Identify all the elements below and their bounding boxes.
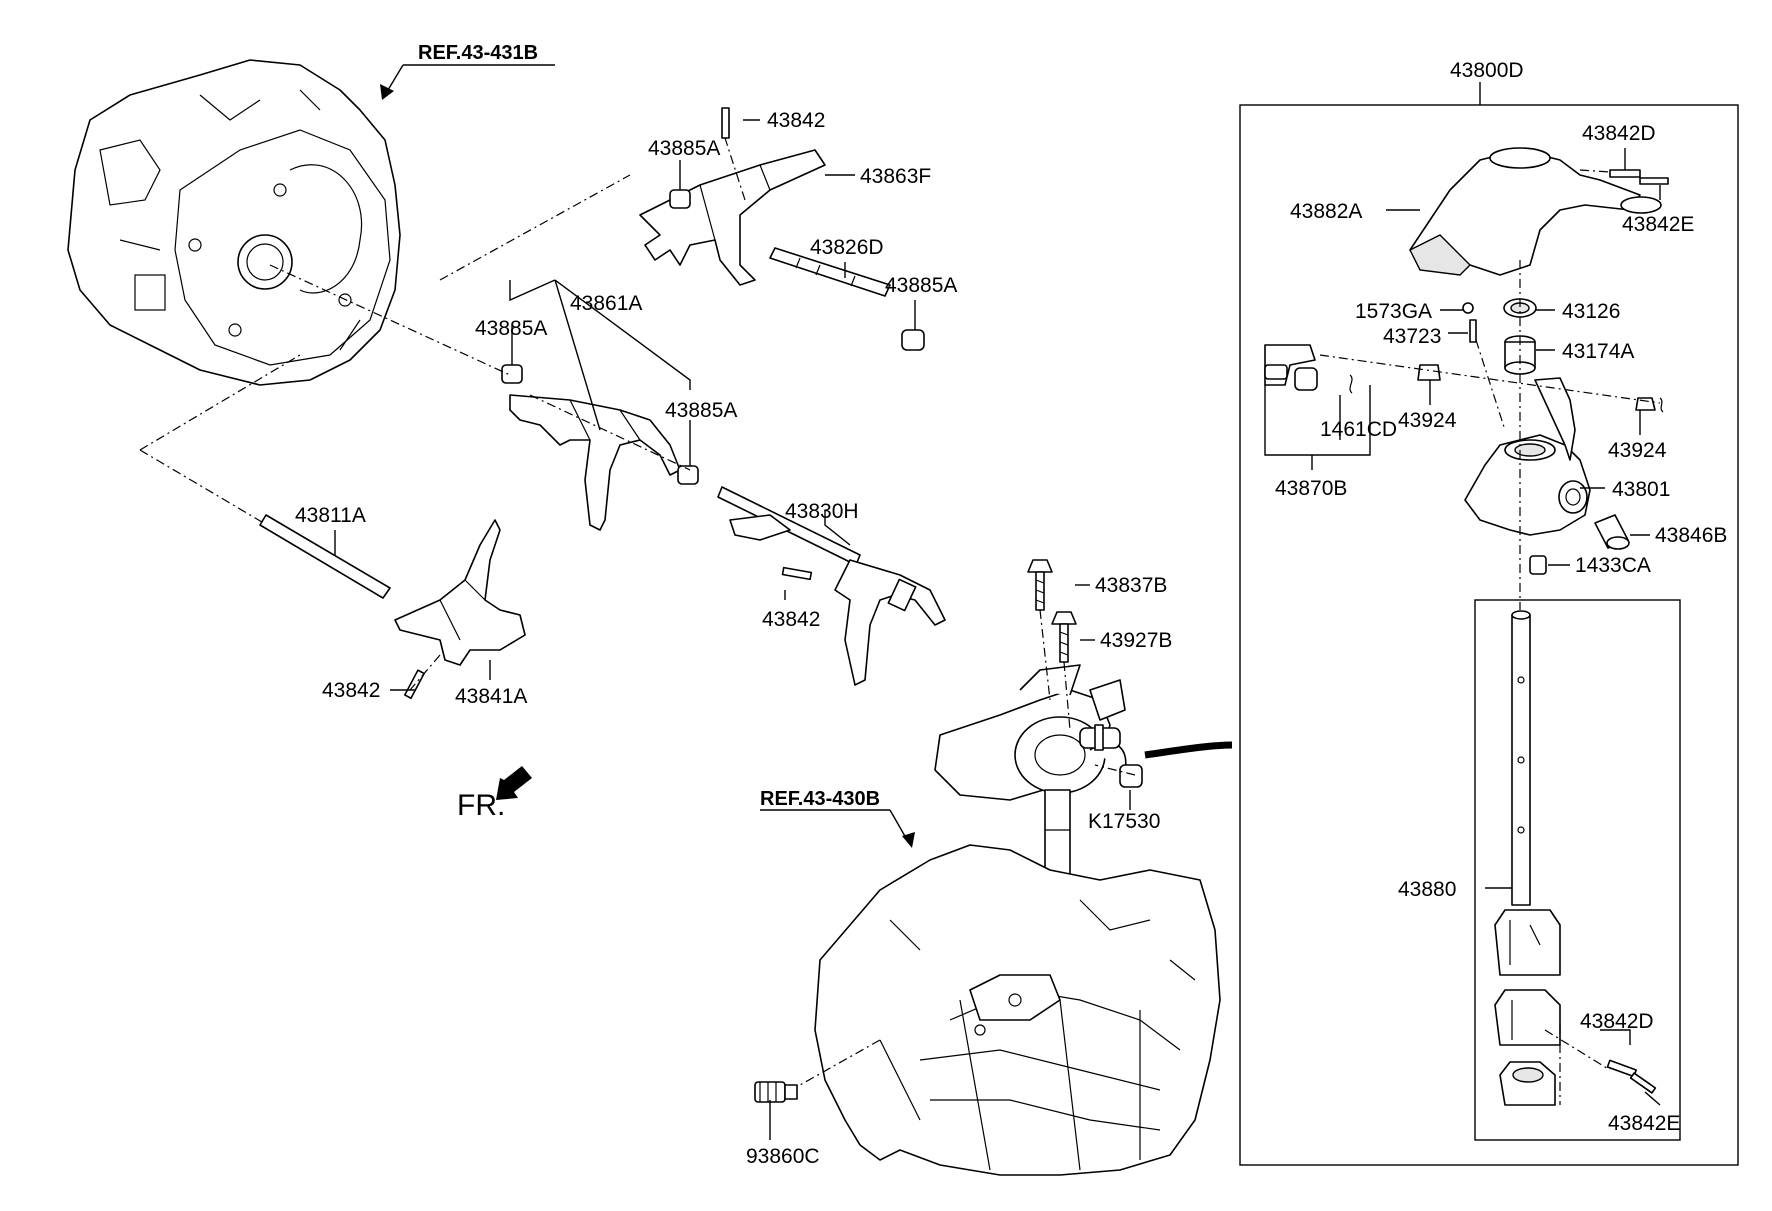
pin-43842-mid: [781, 566, 813, 581]
part-label-43842E-bottom[interactable]: 43842E: [1608, 1112, 1680, 1135]
part-label-43927B[interactable]: 43927B: [1100, 629, 1172, 652]
cable-bracket: [1144, 741, 1233, 759]
shift-fork-43841A: [394, 519, 526, 666]
plug-43846B: [1594, 514, 1630, 550]
part-label-43880[interactable]: 43880: [1398, 878, 1456, 901]
arrow-ref-lower: [902, 832, 915, 848]
leader-lines: [334, 64, 1661, 1140]
arrow-ref-upper: [380, 84, 394, 100]
sub-assembly-box: [1474, 599, 1681, 1141]
part-label-43842E-top[interactable]: 43842E: [1622, 213, 1694, 236]
part-label-K17530[interactable]: K17530: [1088, 810, 1160, 833]
shift-rail-43830H: [717, 486, 946, 686]
front-arrow-icon: [496, 766, 532, 800]
bushing-43924-right: [1635, 397, 1656, 411]
bushing-K17530: [1119, 764, 1143, 788]
bushing-43924-left: [1417, 364, 1441, 381]
part-label-43837B[interactable]: 43837B: [1095, 574, 1167, 597]
part-label-43174A[interactable]: 43174A: [1562, 340, 1634, 363]
pin-43842D-bottom: [1606, 1059, 1637, 1078]
part-label-43885A-top[interactable]: 43885A: [648, 137, 720, 160]
lever-43882A: [1409, 147, 1662, 276]
part-label-43841A[interactable]: 43841A: [455, 685, 527, 708]
link-43870B: [1264, 344, 1318, 391]
shaft-43811A: [259, 514, 391, 599]
bushing-43885A-top: [669, 189, 691, 209]
part-label-43885A-mid[interactable]: 43885A: [665, 399, 737, 422]
bushing-43885A-left: [501, 364, 523, 384]
part-label-43830H[interactable]: 43830H: [785, 500, 859, 523]
part-label-43885A-right[interactable]: 43885A: [885, 274, 957, 297]
sensor-93860C: [754, 1081, 798, 1103]
front-direction-label: FR.: [457, 789, 505, 822]
part-label-43842D-bottom[interactable]: 43842D: [1580, 1010, 1654, 1033]
part-label-43861A[interactable]: 43861A: [570, 292, 642, 315]
part-label-43924-right[interactable]: 43924: [1608, 439, 1667, 462]
part-label-43882A[interactable]: 43882A: [1290, 200, 1362, 223]
shaft-43826D: [769, 247, 891, 297]
part-label-1573GA[interactable]: 1573GA: [1355, 300, 1432, 323]
part-label-1461CD[interactable]: 1461CD: [1320, 418, 1397, 441]
part-label-43723[interactable]: 43723: [1383, 325, 1441, 348]
part-label-43842-mid[interactable]: 43842: [762, 608, 820, 631]
pin-43842E-top: [1639, 177, 1669, 185]
part-label-43870B[interactable]: 43870B: [1275, 477, 1347, 500]
part-label-1433CA[interactable]: 1433CA: [1575, 554, 1651, 577]
ref-label-upper[interactable]: REF.43-431B: [418, 42, 538, 64]
pin-43842-top: [721, 107, 730, 139]
clip-43924-right: [1659, 397, 1664, 413]
part-label-43126[interactable]: 43126: [1562, 300, 1620, 323]
assembly-box-43800D: [1239, 104, 1739, 1166]
centerlines: [139, 137, 1661, 1105]
part-label-43842D-top[interactable]: 43842D: [1582, 122, 1656, 145]
pin-43723: [1469, 319, 1477, 343]
bolt-stud: [1094, 724, 1104, 751]
shaft-43880: [1511, 610, 1531, 906]
ball-1573GA: [1462, 302, 1474, 314]
transmission-housing-lower: [814, 844, 1221, 1176]
clip-1461CD: [1349, 374, 1353, 394]
pin-43842D-top: [1609, 169, 1641, 178]
part-label-43863F[interactable]: 43863F: [860, 165, 931, 188]
part-label-43842-top[interactable]: 43842: [767, 109, 825, 132]
bolt-43927B: [1051, 611, 1077, 663]
part-label-43811A[interactable]: 43811A: [295, 504, 366, 527]
bushing-43880-lower-b: [1494, 989, 1561, 1046]
shift-fork-43861A: [509, 394, 681, 531]
bushing-43885A-right: [901, 329, 925, 351]
part-label-43800D[interactable]: 43800D: [1450, 59, 1524, 82]
ref-label-lower[interactable]: REF.43-430B: [760, 788, 880, 810]
bolt-43837B: [1027, 559, 1053, 611]
housing-43801: [1464, 377, 1591, 536]
bushing-43880-lower-c: [1499, 1061, 1556, 1106]
part-label-93860C[interactable]: 93860C: [746, 1145, 820, 1168]
part-label-43801[interactable]: 43801: [1612, 478, 1670, 501]
part-label-43924-left[interactable]: 43924: [1398, 409, 1457, 432]
part-label-43842-bottom[interactable]: 43842: [322, 679, 380, 702]
cap-1433CA: [1529, 555, 1547, 575]
bushing-43880-lower-a: [1494, 909, 1561, 976]
pin-43842E-bottom: [1629, 1072, 1657, 1094]
part-label-43846B[interactable]: 43846B: [1655, 524, 1727, 547]
part-label-43826D[interactable]: 43826D: [810, 236, 884, 259]
bushing-43885A-mid: [677, 465, 699, 485]
transmission-housing-upper: [67, 59, 401, 386]
part-label-43885A-left[interactable]: 43885A: [475, 317, 547, 340]
shift-fork-43863F: [639, 149, 826, 286]
